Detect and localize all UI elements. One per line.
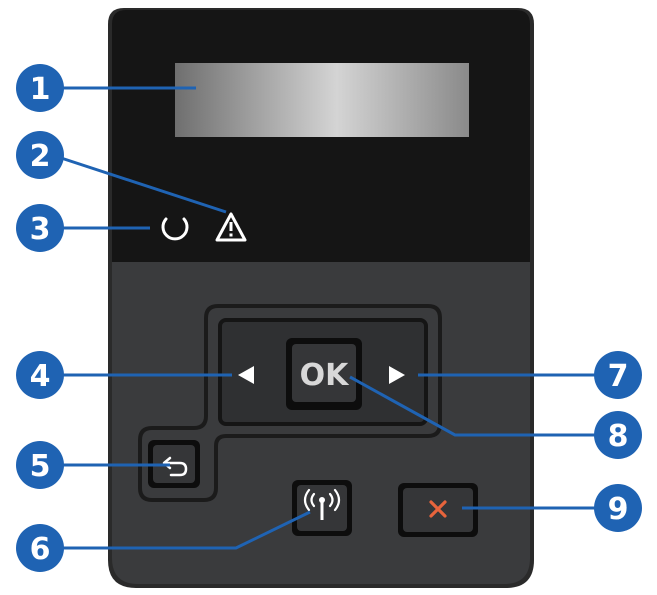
left-arrow-button[interactable]	[238, 366, 254, 384]
ok-button[interactable]: OK	[286, 338, 362, 410]
callout-5: 5	[16, 441, 64, 489]
wireless-icon	[303, 488, 341, 520]
callout-4: 4	[16, 351, 64, 399]
leader-line-6	[55, 510, 311, 550]
callout-8-label: 8	[608, 419, 629, 454]
ready-ring-icon	[161, 217, 189, 241]
callout-9-label: 9	[608, 492, 629, 527]
ok-button-label: OK	[300, 358, 351, 393]
callout-1: 1	[16, 64, 64, 112]
callout-6: 6	[16, 524, 64, 572]
callout-5-label: 5	[30, 449, 51, 484]
cancel-x-icon	[429, 500, 447, 518]
callout-7: 7	[594, 351, 642, 399]
callout-3-label: 3	[30, 212, 51, 247]
callout-8: 8	[594, 411, 642, 459]
lcd-display	[175, 63, 469, 137]
callout-9: 9	[594, 484, 642, 532]
leader-line-2	[54, 154, 227, 214]
callout-6-label: 6	[30, 532, 51, 567]
callout-1-label: 1	[30, 72, 51, 107]
callout-2-label: 2	[30, 139, 51, 174]
left-arrow-icon	[238, 366, 254, 384]
leader-lines	[54, 86, 600, 550]
warning-triangle-icon	[215, 212, 247, 242]
callout-3: 3	[16, 204, 64, 252]
callout-4-label: 4	[30, 359, 51, 394]
cancel-button[interactable]	[398, 483, 478, 537]
right-arrow-button[interactable]	[389, 366, 405, 384]
leader-line-8	[349, 375, 600, 437]
right-arrow-icon	[389, 366, 405, 384]
callout-7-label: 7	[608, 359, 629, 394]
wireless-button[interactable]	[292, 480, 352, 536]
back-button[interactable]	[148, 440, 200, 488]
navigation-cluster-outline	[138, 304, 442, 502]
callout-2: 2	[16, 131, 64, 179]
